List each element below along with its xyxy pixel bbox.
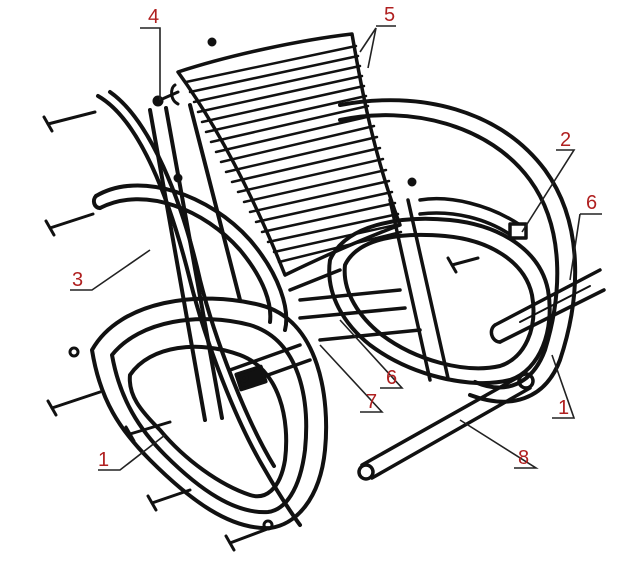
label-3: 3	[72, 269, 83, 291]
label-6-top: 6	[586, 192, 597, 214]
right-side-frame	[327, 98, 578, 404]
label-6-middle: 6	[386, 367, 397, 389]
label-8: 8	[518, 447, 529, 469]
armrest	[91, 183, 289, 332]
back-pivot-bolt	[152, 83, 180, 107]
label-7: 7	[366, 391, 377, 413]
bottom-rod	[357, 372, 535, 481]
label-4: 4	[148, 6, 159, 28]
back-slats-panel	[176, 32, 403, 277]
label-2: 2	[560, 129, 571, 151]
leader-lines	[70, 25, 602, 471]
screws	[42, 37, 480, 552]
back-legs	[148, 103, 242, 422]
armrest-bracket	[418, 196, 528, 240]
label-1-right: 1	[558, 397, 569, 419]
callout-labels: 4 5 2 6 3 6 7 1 1 8	[72, 4, 597, 471]
label-1-left: 1	[98, 449, 109, 471]
seat-crossbars	[228, 198, 450, 392]
crossbar-top	[489, 268, 606, 344]
label-5: 5	[384, 4, 395, 26]
